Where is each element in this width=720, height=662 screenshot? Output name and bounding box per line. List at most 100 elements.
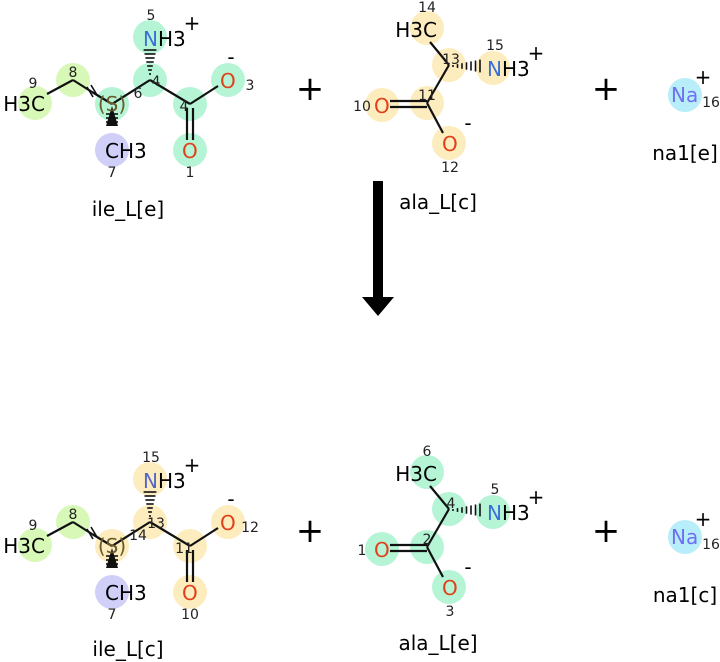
atom-number: 8 [69, 507, 78, 523]
bond [149, 79, 191, 105]
atom-label: CH3 [105, 581, 147, 605]
atom-highlight [476, 51, 510, 85]
stereo-label: (S) [98, 92, 126, 116]
atom-number: 2 [423, 532, 432, 548]
atom-highlight [173, 575, 207, 609]
atom-number: 11 [175, 541, 193, 557]
atom-number: 10 [353, 99, 371, 115]
atom-label: Na [671, 525, 698, 549]
atom-number: 5 [147, 8, 156, 24]
atom-label: CH3 [105, 139, 147, 163]
atom-number: 4 [152, 74, 161, 90]
atom-label: H3C [395, 462, 437, 486]
atom-highlight [133, 462, 167, 496]
atom-number: 9 [29, 518, 38, 534]
bond [426, 102, 444, 134]
charge-label: - [464, 555, 471, 579]
atom-number: 3 [246, 78, 255, 94]
atom-label: O [374, 538, 390, 562]
charge-label: + [695, 65, 712, 89]
atom-label: O [442, 576, 458, 600]
stereo-mark [86, 86, 94, 98]
atom-label: O [374, 94, 390, 118]
metabolite-name: ile_L[e] [92, 197, 164, 221]
bond [91, 533, 113, 547]
bond [189, 527, 219, 547]
reaction-arrow [362, 181, 394, 316]
charge-label: + [528, 485, 545, 509]
plus-sign: + [296, 69, 325, 109]
atom-highlight [365, 88, 399, 122]
bond [426, 546, 444, 578]
atom-number: 4 [447, 496, 456, 512]
bond [426, 64, 450, 104]
atom-highlight [95, 575, 129, 609]
atom-number: 10 [181, 607, 199, 623]
atom-label: NH3 [143, 27, 186, 51]
bond [46, 521, 74, 537]
atom-highlight [211, 505, 245, 539]
charge-label: + [695, 507, 712, 531]
metabolite-name: na1[e] [652, 141, 718, 165]
plus-sign: + [296, 511, 325, 551]
atom-number: 16 [702, 537, 720, 553]
atom-number: 13 [442, 52, 460, 68]
metabolite-name: ile_L[c] [92, 637, 163, 661]
atom-highlight [668, 520, 702, 554]
charge-label: + [528, 41, 545, 65]
stereo-mark [86, 528, 94, 540]
atom-highlight [432, 570, 466, 604]
stereo-label: (S) [98, 534, 126, 558]
atom-highlight [410, 11, 444, 45]
bond [149, 521, 191, 547]
atom-number: 14 [129, 528, 147, 544]
atom-label: NH3 [487, 57, 530, 81]
atom-number: 5 [491, 482, 500, 498]
plus-sign: + [592, 69, 621, 109]
atom-number: 15 [486, 38, 504, 54]
bond [91, 91, 113, 105]
atom-label: O [182, 581, 198, 605]
metabolite-name: na1[c] [653, 583, 717, 607]
atom-label: H3C [3, 92, 45, 116]
atom-highlight [410, 455, 444, 489]
stereo-mark [90, 84, 98, 96]
atom-highlight [211, 63, 245, 97]
charge-label: - [227, 45, 234, 69]
atom-highlight [18, 86, 52, 120]
atom-number: 6 [423, 444, 432, 460]
atom-label: O [220, 69, 236, 93]
atom-label: O [182, 139, 198, 163]
atom-label: O [220, 511, 236, 535]
atom-highlight [173, 133, 207, 167]
atom-number: 12 [441, 160, 459, 176]
atom-label: NH3 [143, 469, 186, 493]
charge-label: - [464, 111, 471, 135]
atom-highlight [133, 20, 167, 54]
atom-highlight [18, 528, 52, 562]
atom-label: H3C [3, 534, 45, 558]
atom-number: 4 [180, 99, 189, 115]
atom-highlight [432, 126, 466, 160]
bond [111, 521, 151, 547]
atom-label: O [442, 132, 458, 156]
atom-highlight [668, 78, 702, 112]
atom-number: 14 [418, 0, 436, 16]
atom-number: 3 [446, 604, 455, 620]
metabolite-name: ala_L[e] [398, 631, 477, 655]
atom-number: 6 [134, 86, 143, 102]
plus-sign: + [592, 511, 621, 551]
atom-number: 1 [358, 543, 367, 559]
atom-number: 1 [186, 165, 195, 181]
atom-number: 7 [108, 607, 117, 623]
metabolite-name: ala_L[c] [399, 190, 477, 214]
atom-highlight [476, 495, 510, 529]
bond [426, 508, 450, 548]
